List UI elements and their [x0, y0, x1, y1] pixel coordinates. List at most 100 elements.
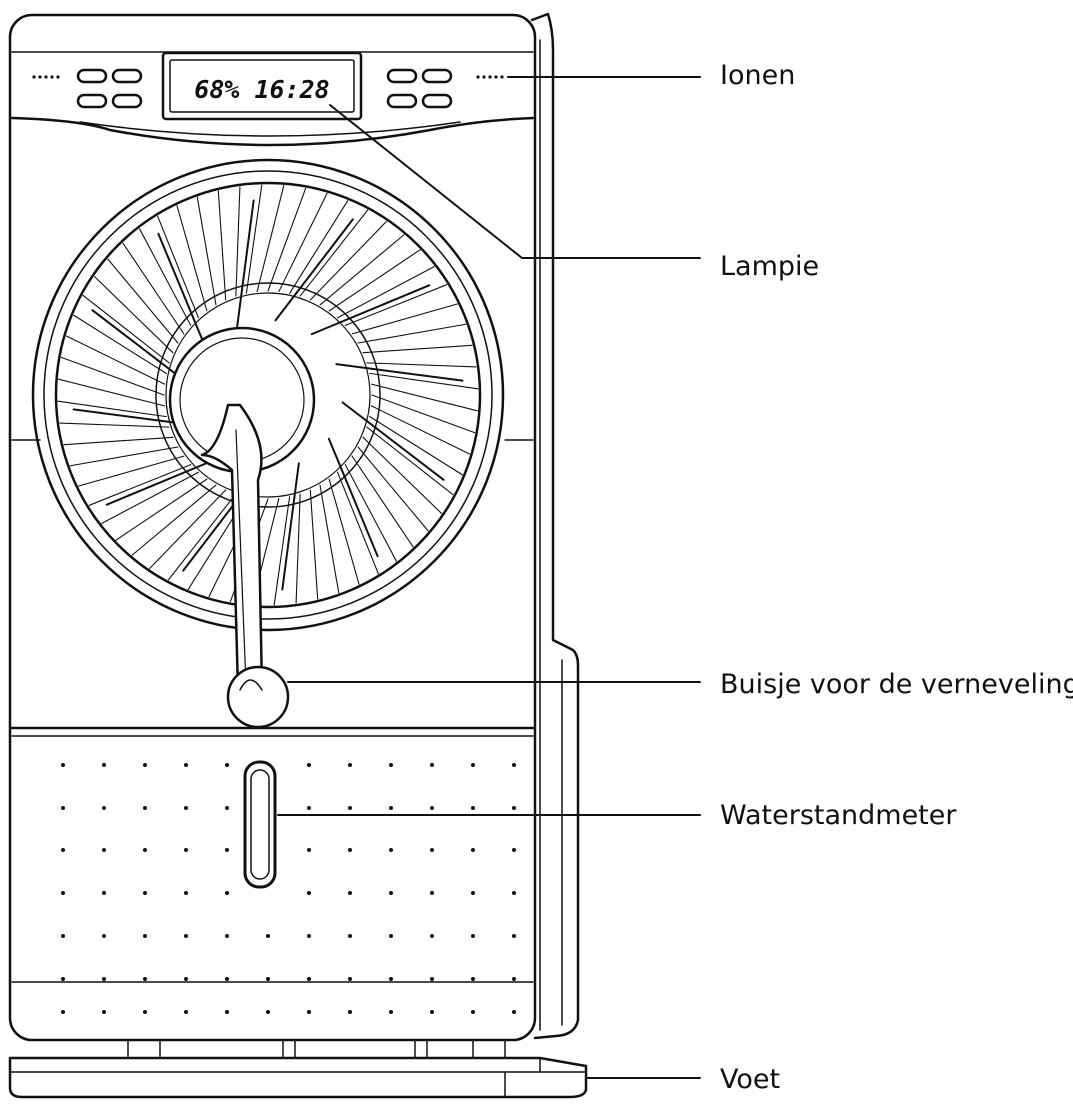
tank-dot — [430, 934, 434, 938]
fan-spoke — [101, 471, 199, 524]
fan-spoke — [58, 378, 166, 407]
fan-spoke — [69, 446, 179, 467]
fan-blade — [105, 454, 226, 506]
tank-dot — [430, 848, 434, 852]
tank-dot — [389, 848, 393, 852]
fan-spoke — [369, 372, 479, 390]
fan-spoke — [299, 209, 369, 297]
fan-spoke — [107, 258, 179, 344]
base-foot — [8, 1039, 588, 1099]
fan-spoke — [278, 192, 328, 293]
tank-dot — [266, 934, 270, 938]
tank-dot — [471, 934, 475, 938]
fan-spoke — [319, 234, 405, 306]
tank-dot — [512, 934, 516, 938]
fan-spoke — [78, 455, 185, 487]
fan-spoke — [357, 323, 467, 344]
tank-dot — [143, 806, 147, 810]
fan-spoke — [370, 405, 471, 455]
callout-lampie: Lampie — [720, 251, 820, 282]
tank-dot — [430, 763, 434, 767]
fan-spoke — [309, 220, 387, 301]
tank-dot — [61, 806, 65, 810]
tank-dot — [225, 1010, 229, 1014]
tank-dot — [348, 848, 352, 852]
tank-dot — [348, 763, 352, 767]
fan-spoke — [351, 303, 458, 335]
fan-spoke — [344, 464, 397, 562]
fan-blade — [341, 401, 445, 481]
fan-spoke — [366, 426, 454, 496]
fan-blade — [310, 284, 431, 336]
tank-dot — [430, 806, 434, 810]
fan-spoke — [319, 484, 340, 594]
tank-dot — [184, 848, 188, 852]
tank-dot — [143, 891, 147, 895]
callout-ionen: Ionen — [720, 60, 796, 91]
tank-dot — [389, 977, 393, 981]
ion-indicator-left — [32, 75, 60, 79]
control-buttons-left — [76, 68, 143, 109]
fan-spoke — [337, 266, 435, 319]
tank-dot — [184, 763, 188, 767]
tank-dot — [102, 891, 106, 895]
tank-dot — [61, 848, 65, 852]
fan-spoke — [176, 205, 208, 312]
tank-dot — [307, 1010, 311, 1014]
mist-nozzle — [226, 665, 290, 729]
tank-dot — [184, 1010, 188, 1014]
callout-voet: Voet — [720, 1064, 781, 1095]
tank-dot — [307, 763, 311, 767]
tank-dot — [102, 934, 106, 938]
fan-spoke — [63, 436, 174, 446]
tank-dot — [61, 763, 65, 767]
tank-dot — [143, 934, 147, 938]
tank-dot — [512, 763, 516, 767]
fan-spoke — [73, 314, 167, 374]
tank-dot — [389, 934, 393, 938]
fan-body — [8, 13, 537, 1042]
fan-spoke — [60, 356, 165, 396]
fan-spoke — [273, 496, 291, 606]
fan-spoke — [309, 489, 319, 600]
tank-dot — [307, 806, 311, 810]
tank-dot — [307, 977, 311, 981]
fan-spoke — [267, 187, 307, 292]
fan-spoke — [82, 294, 170, 364]
fan-spoke — [328, 478, 360, 585]
tank-dot — [225, 848, 229, 852]
tank-dot — [184, 891, 188, 895]
tank-dot — [348, 977, 352, 981]
water-level-gauge — [243, 760, 277, 889]
tank-dot — [225, 934, 229, 938]
tank-dot — [471, 891, 475, 895]
fan-blade — [157, 232, 209, 353]
fan-spoke — [328, 249, 421, 312]
leader-lampie — [329, 104, 701, 259]
tank-dot — [512, 806, 516, 810]
fan-spoke — [370, 383, 478, 412]
fan-spoke — [115, 478, 208, 541]
water-tank-perforations — [61, 763, 516, 1014]
tank-dot — [184, 806, 188, 810]
fan-spoke — [217, 190, 227, 301]
tank-dot — [102, 763, 106, 767]
callout-waterstandmeter: Waterstandmeter — [720, 800, 957, 831]
tank-dot — [102, 977, 106, 981]
tank-dot — [61, 934, 65, 938]
tank-dot — [512, 848, 516, 852]
tank-dot — [430, 891, 434, 895]
top-panel-curve — [10, 116, 535, 147]
fan-spoke — [371, 394, 476, 434]
tank-dot — [61, 977, 65, 981]
tank-dot — [471, 977, 475, 981]
tank-dot — [430, 977, 434, 981]
tank-dot — [389, 806, 393, 810]
tank-dot — [184, 934, 188, 938]
fan-spoke — [289, 200, 349, 294]
tank-dot — [389, 1010, 393, 1014]
callout-buisje: Buisje voor de verneveling — [720, 669, 1073, 700]
fan-spoke — [295, 493, 301, 604]
tank-dot — [102, 1010, 106, 1014]
fan-spoke — [131, 484, 217, 556]
